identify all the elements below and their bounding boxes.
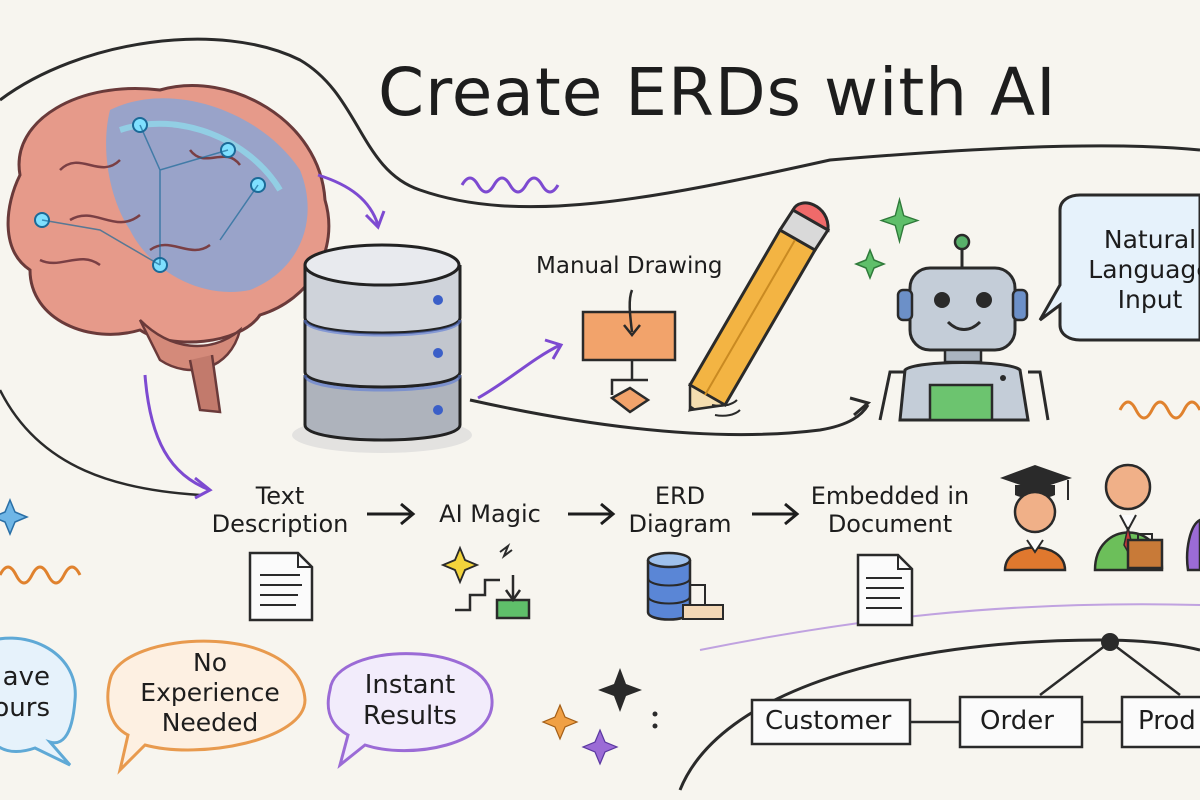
flow-step-3-line1: ERD [654,482,706,510]
flow-step-embedded: Embedded in Document [805,482,975,538]
robot-icon [878,233,1050,422]
arrow-to-robot [849,396,872,417]
flow-step-4-line1: Embedded in [810,482,970,510]
erd-entity-customer: Customer [765,706,892,736]
benefit-bubble-instant [326,652,494,770]
flow-step-1-line2: Description [211,510,349,538]
graduate-person-icon [1000,465,1072,572]
benefit-2-line3: Needed [161,708,259,737]
erd-database-icon [646,551,724,621]
arrow-head-2 [194,476,213,500]
sparkle-green [879,196,920,245]
person-partial-icon [1185,518,1200,572]
speech-line-3: Input [1117,285,1183,314]
erd-diagram [750,633,1200,749]
arrow-db-to-manual [477,343,561,400]
arrow-brain-to-flow [143,374,211,492]
embedded-document-icon [856,553,914,627]
flow-arrow-2 [568,502,616,526]
speech-bubble [1038,193,1200,342]
arrow-brain-to-db [317,173,380,226]
erd-entity-product: Prod [1138,706,1196,736]
dot-1 [652,711,658,717]
manual-drawing-label: Manual Drawing [536,253,723,279]
benefit-bubble-saves [0,636,77,767]
benefit-instant-text: Instant Results [340,670,480,732]
benefit-3-line1: Instant [364,670,456,700]
page-title: Create ERDs with AI [378,54,1057,131]
speech-line-2: Language [1088,255,1200,284]
swoosh-line-top [0,37,1200,209]
document-icon [248,551,314,622]
sparkle-dark [598,668,642,712]
flow-step-4-line2: Document [827,510,953,538]
sketch-diagram-icon [581,289,677,414]
sparkle-orange [541,703,579,741]
database-icon [292,243,472,453]
flow-step-2-line1: AI Magic [439,500,541,528]
sparkle-green-small [853,247,887,281]
magic-wand-icon [440,543,531,620]
brain-icon [6,84,331,414]
speech-line-1: Natural [1103,225,1197,254]
flow-arrow-3 [752,502,800,526]
erd-branch-lines [1039,641,1181,696]
benefit-2-line1: No [193,648,227,677]
swoosh-line-bottom [678,638,1200,791]
business-person-icon [1093,463,1164,572]
flow-step-ai-magic: AI Magic [425,500,555,528]
sparkle-purple [581,728,619,766]
flow-step-text-description: Text Description [205,482,355,538]
benefit-1-line2: ours [0,693,50,723]
benefit-bubble-experience [106,639,307,775]
flow-step-3-line2: Diagram [628,510,732,538]
squiggle-orange-right [1118,400,1200,420]
swoosh-line-left [0,389,201,497]
flow-step-erd-diagram: ERD Diagram [620,482,740,538]
squiggle-orange-left [0,565,82,585]
benefit-saves-text: ave ours [0,662,50,724]
benefit-1-line1: ave [2,662,50,692]
pencil-icon [687,201,831,417]
benefit-3-line2: Results [363,701,457,731]
squiggle-purple [460,176,560,194]
flow-step-1-line1: Text [255,482,305,510]
swoosh-line-mid [469,398,870,437]
arrow-head-3 [544,338,564,360]
speech-bubble-text: Natural Language Input [1080,225,1200,315]
swoosh-line-bottom-purple [699,603,1200,651]
erd-entity-order: Order [980,706,1054,736]
arrow-head-1 [364,210,386,230]
benefit-2-line2: Experience [140,678,280,707]
dot-2 [652,723,658,729]
sparkle-blue [0,498,29,536]
flow-arrow-1 [367,502,416,526]
benefit-experience-text: No Experience Needed [130,648,290,738]
erd-entity-customer-box [750,698,912,746]
